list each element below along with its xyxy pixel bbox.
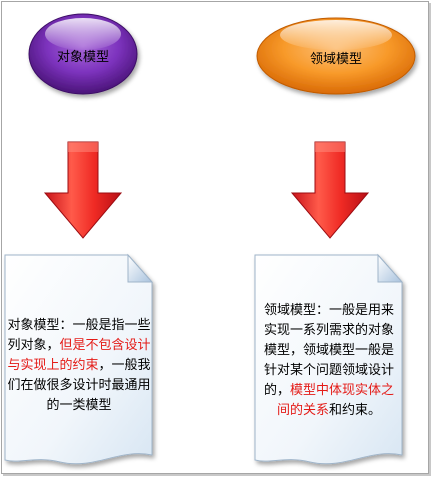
object-model-oval (28, 13, 138, 95)
right-down-arrow (290, 141, 370, 239)
object-model-description: 对象模型：一般是指一些列对象，但是不包含设计与实现上的约束，一般我们在做很多设计… (6, 316, 152, 416)
object-model-title: 对象模型 (56, 50, 109, 65)
domain-model-desc-highlight: 模型中体现实体之间的关系 (276, 383, 395, 418)
object-model-desc-suffix: ，一般我们在做很多设计时最通用的一类模型 (7, 358, 151, 413)
domain-model-desc-suffix: 和约束。 (329, 403, 382, 418)
domain-model-oval (256, 17, 416, 95)
object-model-desc-prefix: 对象模型：一般是指一些列对象， (7, 318, 151, 353)
right-note-paper (254, 253, 404, 465)
domain-model-desc-prefix: 领域模型：一般是用来实现一系列需求的对象模型，领域模型一般是针对某个问题领域设计… (263, 303, 394, 398)
object-model-desc-highlight: 但是不包含设计与实现上的约束 (7, 338, 151, 373)
left-note-paper (4, 253, 154, 465)
domain-model-title: 领域模型 (309, 52, 362, 67)
left-down-arrow (43, 141, 123, 239)
domain-model-description: 领域模型：一般是用来实现一系列需求的对象模型，领域模型一般是针对某个问题领域设计… (258, 301, 400, 421)
